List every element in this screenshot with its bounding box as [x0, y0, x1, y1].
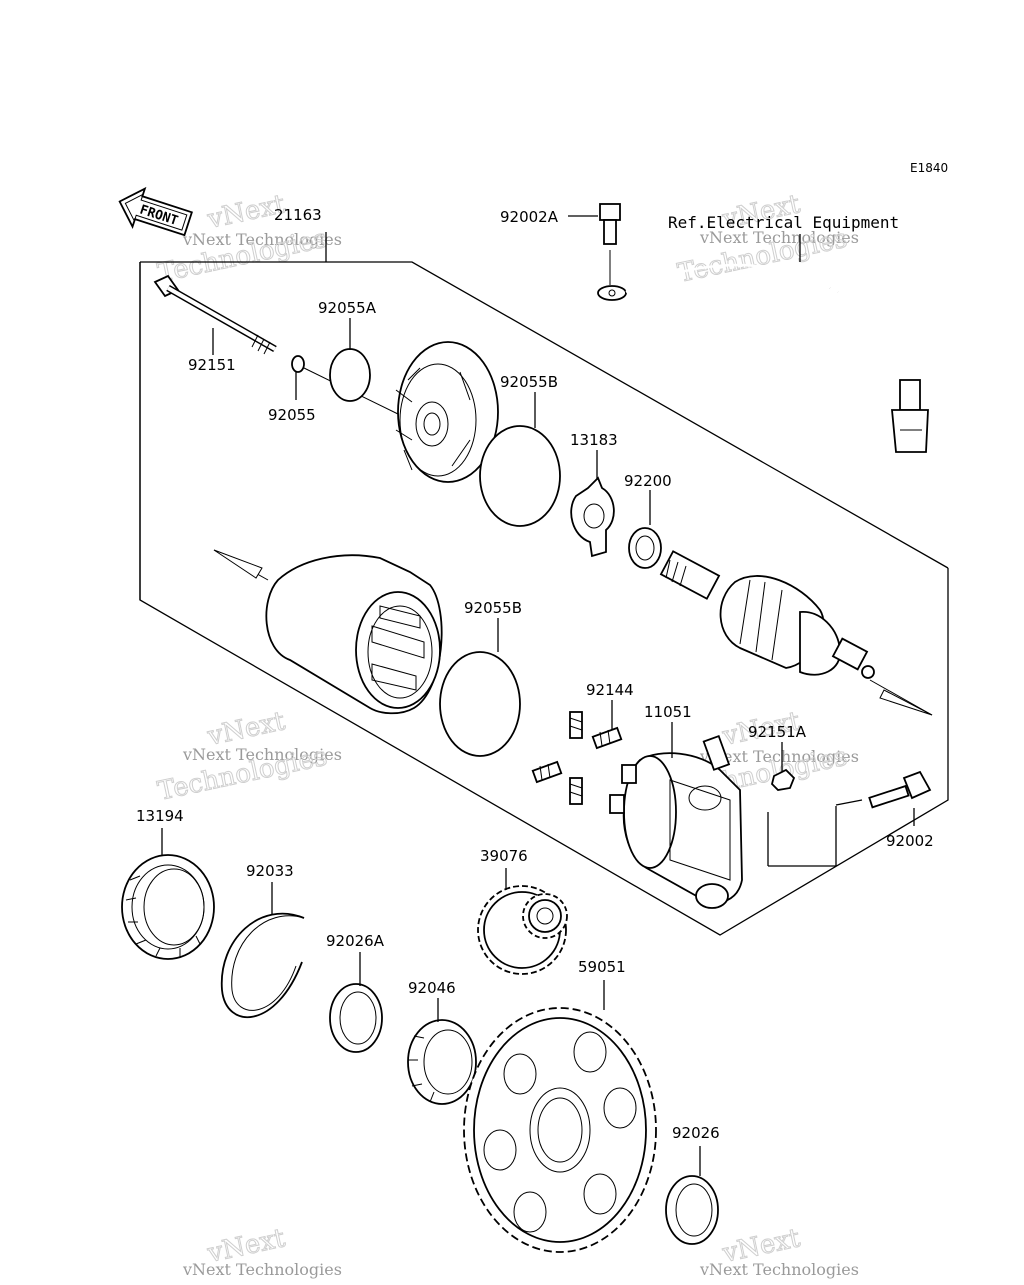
watermark-line2: vNext Technologies [182, 230, 342, 249]
label-92046: 92046 [408, 979, 456, 997]
washer-92026 [665, 1146, 719, 1245]
front-cover [395, 341, 499, 483]
label-92002A: 92002A [500, 208, 559, 226]
label-92055A: 92055A [318, 299, 377, 317]
watermark-line2: vNext Technologies [699, 1260, 859, 1279]
needle-bearing-92046 [407, 998, 477, 1105]
o-ring-92055B-mid [439, 651, 521, 757]
label-92151A: 92151A [748, 723, 807, 741]
o-ring-92055B-top [479, 425, 561, 527]
front-arrow-icon: FRONT [118, 186, 193, 237]
assembly-outline [139, 232, 949, 936]
watermark-top-right: vNext vNext Technologies Technologies [675, 189, 859, 290]
washer-92026A [329, 952, 383, 1053]
label-59051: 59051 [578, 958, 626, 976]
o-ring-92055A [329, 348, 371, 402]
label-92033: 92033 [246, 862, 294, 880]
label-92026: 92026 [672, 1124, 720, 1142]
label-11051: 11051 [644, 703, 692, 721]
label-13183: 13183 [570, 431, 618, 449]
lock-plate-13183 [570, 450, 615, 558]
label-92055: 92055 [268, 406, 316, 424]
watermark-line2: vNext Technologies [699, 228, 859, 247]
bolt-92002 [767, 770, 932, 867]
watermark-bottom-right: vNext vNext Technologies [699, 1223, 859, 1279]
o-ring-92055 [291, 355, 305, 373]
label-21163: 21163 [274, 206, 322, 224]
diagram-code: E1840 [910, 161, 948, 175]
label-13194: 13194 [136, 807, 184, 825]
watermark-line2: vNext Technologies [699, 747, 859, 766]
starter-cable [625, 234, 929, 453]
watermark-line2: vNext Technologies [182, 745, 342, 764]
watermark-bottom-left: vNext vNext Technologies [182, 1223, 342, 1279]
label-92055B-top: 92055B [500, 373, 558, 391]
label-92055B-mid: 92055B [464, 599, 522, 617]
label-92151: 92151 [188, 356, 236, 374]
through-bolt-92151 [153, 274, 277, 355]
part-labels: 21163 92002A 92055A 92151 92055 92055B 1… [136, 206, 934, 1142]
label-92026A: 92026A [326, 932, 385, 950]
clutch-13194 [121, 828, 215, 960]
label-92144: 92144 [586, 681, 634, 699]
watermark-line2: vNext Technologies [182, 1260, 342, 1279]
washer-92200 [628, 490, 662, 569]
idle-gear-39076 [477, 868, 568, 975]
armature [659, 550, 875, 679]
terminal-bolt-92002A [568, 203, 627, 301]
label-92200: 92200 [624, 472, 672, 490]
starter-gear-59051 [463, 980, 657, 1253]
ref-electrical-label: Ref.Electrical Equipment [668, 213, 899, 232]
watermark-mid-left: vNext vNext Technologies Technologies [155, 706, 342, 808]
brush-springs-92144 [531, 700, 623, 805]
nut-92151A [771, 768, 796, 791]
watermark-top-left: vNext vNext Technologies Technologies [155, 189, 342, 290]
label-39076: 39076 [480, 847, 528, 865]
label-92002: 92002 [886, 832, 934, 850]
rear-cover-11051 [609, 722, 743, 909]
yoke [265, 554, 443, 715]
